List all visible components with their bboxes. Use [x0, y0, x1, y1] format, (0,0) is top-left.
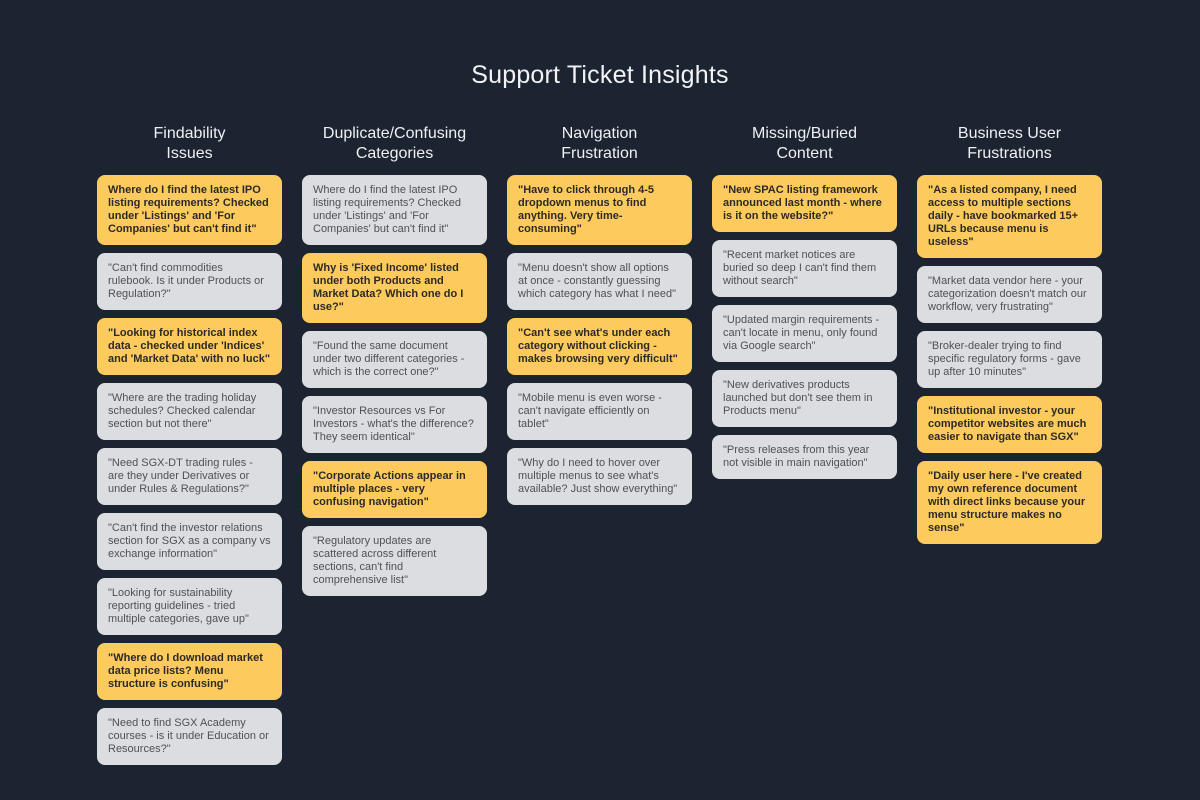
sticky-note[interactable]: "Looking for historical index data - che…	[97, 318, 282, 375]
sticky-note[interactable]: "Can't see what's under each category wi…	[507, 318, 692, 375]
sticky-note[interactable]: "Daily user here - I've created my own r…	[917, 461, 1102, 544]
column-header: Findability Issues	[153, 125, 226, 162]
sticky-note[interactable]: "Investor Resources vs For Investors - w…	[302, 396, 487, 453]
card-list: "As a listed company, I need access to m…	[917, 175, 1102, 544]
card-list: Where do I find the latest IPO listing r…	[302, 175, 487, 596]
sticky-note[interactable]: "New SPAC listing framework announced la…	[712, 175, 897, 232]
column-business-user-frustrations: Business User Frustrations "As a listed …	[917, 124, 1102, 765]
sticky-note[interactable]: "New derivatives products launched but d…	[712, 370, 897, 427]
sticky-note[interactable]: "Have to click through 4-5 dropdown menu…	[507, 175, 692, 245]
card-list: Where do I find the latest IPO listing r…	[97, 175, 282, 765]
sticky-note[interactable]: "Menu doesn't show all options at once -…	[507, 253, 692, 310]
page-title: Support Ticket Insights	[471, 61, 729, 89]
sticky-note[interactable]: "Updated margin requirements - can't loc…	[712, 305, 897, 362]
sticky-note[interactable]: "Found the same document under two diffe…	[302, 331, 487, 388]
sticky-note[interactable]: Why is 'Fixed Income' listed under both …	[302, 253, 487, 323]
sticky-note[interactable]: "Can't find the investor relations secti…	[97, 513, 282, 570]
sticky-note[interactable]: "Recent market notices are buried so dee…	[712, 240, 897, 297]
sticky-note[interactable]: "As a listed company, I need access to m…	[917, 175, 1102, 258]
column-header: Duplicate/Confusing Categories	[322, 125, 467, 162]
sticky-note[interactable]: "Regulatory updates are scattered across…	[302, 526, 487, 596]
sticky-note[interactable]: "Why do I need to hover over multiple me…	[507, 448, 692, 505]
sticky-note[interactable]: "Need to find SGX Academy courses - is i…	[97, 708, 282, 765]
column-duplicate-confusing-categories: Duplicate/Confusing Categories Where do …	[302, 124, 487, 765]
sticky-note[interactable]: "Corporate Actions appear in multiple pl…	[302, 461, 487, 518]
column-header: Missing/Buried Content	[752, 125, 857, 162]
column-header: Business User Frustrations	[957, 125, 1062, 162]
card-list: "Have to click through 4-5 dropdown menu…	[507, 175, 692, 505]
sticky-note[interactable]: Where do I find the latest IPO listing r…	[302, 175, 487, 245]
sticky-note[interactable]: "Looking for sustainability reporting gu…	[97, 578, 282, 635]
sticky-note[interactable]: "Institutional investor - your competito…	[917, 396, 1102, 453]
column-missing-buried-content: Missing/Buried Content "New SPAC listing…	[712, 124, 897, 765]
column-header: Navigation Frustration	[561, 125, 638, 162]
column-navigation-frustration: Navigation Frustration "Have to click th…	[507, 124, 692, 765]
sticky-note[interactable]: "Market data vendor here - your categori…	[917, 266, 1102, 323]
sticky-note[interactable]: "Press releases from this year not visib…	[712, 435, 897, 479]
sticky-note[interactable]: "Need SGX-DT trading rules - are they un…	[97, 448, 282, 505]
column-findability-issues: Findability Issues Where do I find the l…	[97, 124, 282, 765]
sticky-note[interactable]: "Where do I download market data price l…	[97, 643, 282, 700]
sticky-note[interactable]: "Can't find commodities rulebook. Is it …	[97, 253, 282, 310]
sticky-note[interactable]: "Mobile menu is even worse - can't navig…	[507, 383, 692, 440]
affinity-board: Findability Issues Where do I find the l…	[97, 124, 1102, 765]
sticky-note[interactable]: Where do I find the latest IPO listing r…	[97, 175, 282, 245]
sticky-note[interactable]: "Where are the trading holiday schedules…	[97, 383, 282, 440]
sticky-note[interactable]: "Broker-dealer trying to find specific r…	[917, 331, 1102, 388]
card-list: "New SPAC listing framework announced la…	[712, 175, 897, 479]
